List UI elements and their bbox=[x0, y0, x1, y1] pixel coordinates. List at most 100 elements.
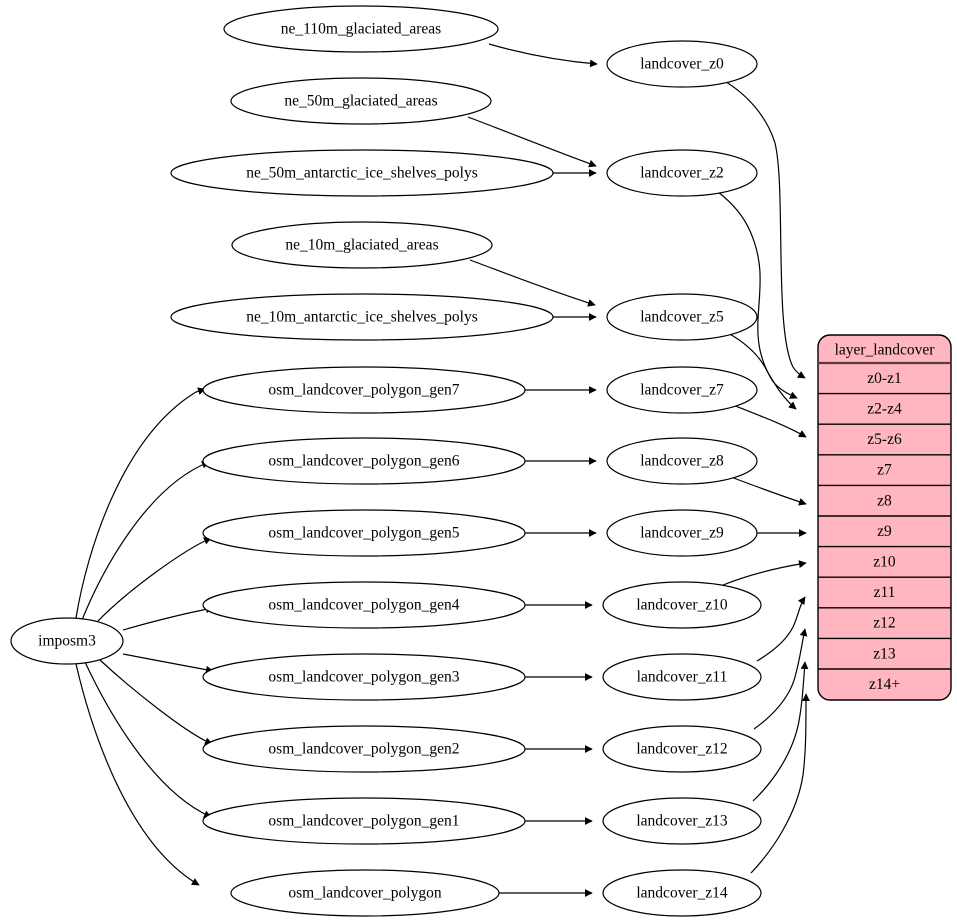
table-outline bbox=[817, 334, 952, 701]
table-row-z5-z6[interactable]: z5-z6 bbox=[867, 431, 902, 448]
edge-ne_10m_glaciated_areas-to-landcover_z5 bbox=[469, 259, 596, 307]
node-ne_10m_antarctic_ice_shelves_polys[interactable]: ne_10m_antarctic_ice_shelves_polys bbox=[170, 293, 554, 341]
edge-landcover_z12-to-table.z12 bbox=[753, 628, 808, 730]
node-shape-ne_10m_glaciated_areas bbox=[231, 221, 493, 269]
node-landcover_z7[interactable]: landcover_z7 bbox=[606, 366, 758, 414]
table-row-z13[interactable]: z13 bbox=[873, 645, 896, 662]
node-shape-landcover_z11 bbox=[602, 653, 762, 701]
table-row-z12[interactable]: z12 bbox=[873, 615, 895, 632]
edge-landcover_z7-to-table.z7 bbox=[732, 404, 807, 438]
node-shape-landcover_z14 bbox=[602, 869, 762, 917]
node-label-landcover_z13: landcover_z13 bbox=[636, 813, 727, 830]
table-row-z8[interactable]: z8 bbox=[877, 492, 892, 509]
node-label-osm_landcover_polygon_gen2: osm_landcover_polygon_gen2 bbox=[268, 741, 459, 758]
layer-landcover-table: layer_landcover z0-z1 z2-z4 z5-z6 z7 z8 z9 z10 z… bbox=[817, 334, 952, 701]
edge-landcover_z10-to-table.z10 bbox=[722, 560, 807, 586]
node-shape-osm_landcover_polygon_gen2 bbox=[202, 725, 526, 773]
node-label-osm_landcover_polygon_gen3: osm_landcover_polygon_gen3 bbox=[268, 669, 459, 686]
node-shape-ne_50m_glaciated_areas bbox=[230, 77, 492, 125]
table-title: layer_landcover bbox=[835, 342, 936, 359]
node-landcover_z0[interactable]: landcover_z0 bbox=[606, 40, 758, 88]
node-ne_10m_glaciated_areas[interactable]: ne_10m_glaciated_areas bbox=[231, 221, 493, 269]
node-label-osm_landcover_polygon_gen5: osm_landcover_polygon_gen5 bbox=[268, 525, 459, 542]
node-landcover_z9[interactable]: landcover_z9 bbox=[606, 509, 758, 557]
edge-imposm3-to-osm_landcover_polygon_gen3 bbox=[122, 653, 214, 674]
node-osm_landcover_polygon_gen1[interactable]: osm_landcover_polygon_gen1 bbox=[202, 797, 526, 845]
node-osm_landcover_polygon_gen3[interactable]: osm_landcover_polygon_gen3 bbox=[202, 653, 526, 701]
node-ne_50m_glaciated_areas[interactable]: ne_50m_glaciated_areas bbox=[230, 77, 492, 125]
node-shape-osm_landcover_polygon_gen3 bbox=[202, 653, 526, 701]
edge-landcover_z14-to-table.z14+ bbox=[750, 693, 810, 874]
edge-ne_110m_glaciated_areas-to-landcover_z0 bbox=[488, 43, 598, 68]
node-landcover_z10[interactable]: landcover_z10 bbox=[602, 581, 762, 629]
table-row-z14+[interactable]: z14+ bbox=[869, 676, 900, 693]
node-landcover_z8[interactable]: landcover_z8 bbox=[606, 437, 758, 485]
node-label-landcover_z0: landcover_z0 bbox=[640, 56, 724, 73]
node-label-osm_landcover_polygon_gen6: osm_landcover_polygon_gen6 bbox=[268, 453, 459, 470]
edge-imposm3-to-osm_landcover_polygon_gen4 bbox=[122, 605, 214, 631]
node-imposm3[interactable]: imposm3 bbox=[10, 617, 124, 665]
node-shape-ne_10m_antarctic_ice_shelves_polys bbox=[170, 293, 554, 341]
table-row-z0-z1[interactable]: z0-z1 bbox=[867, 370, 901, 387]
node-ne_110m_glaciated_areas[interactable]: ne_110m_glaciated_areas bbox=[223, 5, 499, 53]
node-label-ne_110m_glaciated_areas: ne_110m_glaciated_areas bbox=[281, 21, 441, 38]
node-shape-osm_landcover_polygon bbox=[230, 869, 500, 917]
node-landcover_z5[interactable]: landcover_z5 bbox=[606, 293, 758, 341]
node-landcover_z14[interactable]: landcover_z14 bbox=[602, 869, 762, 917]
node-shape-osm_landcover_polygon_gen7 bbox=[202, 366, 526, 414]
table-row-z11[interactable]: z11 bbox=[874, 584, 896, 601]
node-label-osm_landcover_polygon_gen7: osm_landcover_polygon_gen7 bbox=[268, 382, 459, 399]
edge-landcover_z5-to-table.z5-z6 bbox=[727, 332, 797, 410]
node-label-landcover_z10: landcover_z10 bbox=[636, 597, 727, 614]
node-label-osm_landcover_polygon_gen1: osm_landcover_polygon_gen1 bbox=[268, 813, 459, 830]
node-osm_landcover_polygon_gen4[interactable]: osm_landcover_polygon_gen4 bbox=[202, 581, 526, 629]
node-label-landcover_z8: landcover_z8 bbox=[640, 453, 724, 470]
edges-layer bbox=[75, 43, 810, 897]
node-shape-landcover_z10 bbox=[602, 581, 762, 629]
edge-landcover_z11-to-table.z11 bbox=[756, 596, 806, 662]
node-shape-landcover_z0 bbox=[606, 40, 758, 88]
node-label-osm_landcover_polygon: osm_landcover_polygon bbox=[288, 885, 442, 902]
node-osm_landcover_polygon_gen2[interactable]: osm_landcover_polygon_gen2 bbox=[202, 725, 526, 773]
node-shape-ne_110m_glaciated_areas bbox=[223, 5, 499, 53]
node-landcover_z11[interactable]: landcover_z11 bbox=[602, 653, 762, 701]
node-landcover_z12[interactable]: landcover_z12 bbox=[602, 725, 762, 773]
table-row-z2-z4[interactable]: z2-z4 bbox=[867, 400, 902, 417]
node-shape-osm_landcover_polygon_gen5 bbox=[202, 509, 526, 557]
node-shape-landcover_z2 bbox=[606, 149, 758, 197]
node-label-landcover_z11: landcover_z11 bbox=[637, 669, 728, 686]
edge-imposm3-to-osm_landcover_polygon_gen5 bbox=[96, 537, 212, 623]
node-label-ne_10m_antarctic_ice_shelves_polys: ne_10m_antarctic_ice_shelves_polys bbox=[246, 309, 478, 326]
node-shape-osm_landcover_polygon_gen6 bbox=[202, 437, 526, 485]
edge-imposm3-to-osm_landcover_polygon bbox=[75, 663, 200, 886]
node-shape-landcover_z12 bbox=[602, 725, 762, 773]
node-label-landcover_z2: landcover_z2 bbox=[640, 165, 724, 182]
table-row-z9[interactable]: z9 bbox=[877, 523, 892, 540]
table-row-z7[interactable]: z7 bbox=[877, 462, 892, 479]
node-landcover_z2[interactable]: landcover_z2 bbox=[606, 149, 758, 197]
edge-landcover_z8-to-table.z8 bbox=[730, 476, 807, 506]
node-shape-imposm3 bbox=[10, 617, 124, 665]
node-landcover_z13[interactable]: landcover_z13 bbox=[602, 797, 762, 845]
node-shape-landcover_z5 bbox=[606, 293, 758, 341]
table-row-z10[interactable]: z10 bbox=[873, 553, 896, 570]
node-shape-landcover_z9 bbox=[606, 509, 758, 557]
node-osm_landcover_polygon_gen5[interactable]: osm_landcover_polygon_gen5 bbox=[202, 509, 526, 557]
node-osm_landcover_polygon_gen6[interactable]: osm_landcover_polygon_gen6 bbox=[202, 437, 526, 485]
node-label-landcover_z12: landcover_z12 bbox=[636, 741, 727, 758]
node-shape-landcover_z13 bbox=[602, 797, 762, 845]
node-label-landcover_z9: landcover_z9 bbox=[640, 525, 724, 542]
node-label-ne_50m_glaciated_areas: ne_50m_glaciated_areas bbox=[284, 93, 437, 110]
edge-landcover_z2-to-table.z2-z4 bbox=[717, 191, 798, 399]
edge-imposm3-to-osm_landcover_polygon_gen1 bbox=[84, 661, 212, 818]
node-shape-landcover_z7 bbox=[606, 366, 758, 414]
node-label-ne_10m_glaciated_areas: ne_10m_glaciated_areas bbox=[285, 237, 438, 254]
node-osm_landcover_polygon[interactable]: osm_landcover_polygon bbox=[230, 869, 500, 917]
edge-ne_50m_glaciated_areas-to-landcover_z2 bbox=[467, 116, 597, 168]
node-label-landcover_z14: landcover_z14 bbox=[636, 885, 727, 902]
node-label-ne_50m_antarctic_ice_shelves_polys: ne_50m_antarctic_ice_shelves_polys bbox=[246, 165, 478, 182]
node-osm_landcover_polygon_gen7[interactable]: osm_landcover_polygon_gen7 bbox=[202, 366, 526, 414]
node-ne_50m_antarctic_ice_shelves_polys[interactable]: ne_50m_antarctic_ice_shelves_polys bbox=[170, 149, 554, 197]
